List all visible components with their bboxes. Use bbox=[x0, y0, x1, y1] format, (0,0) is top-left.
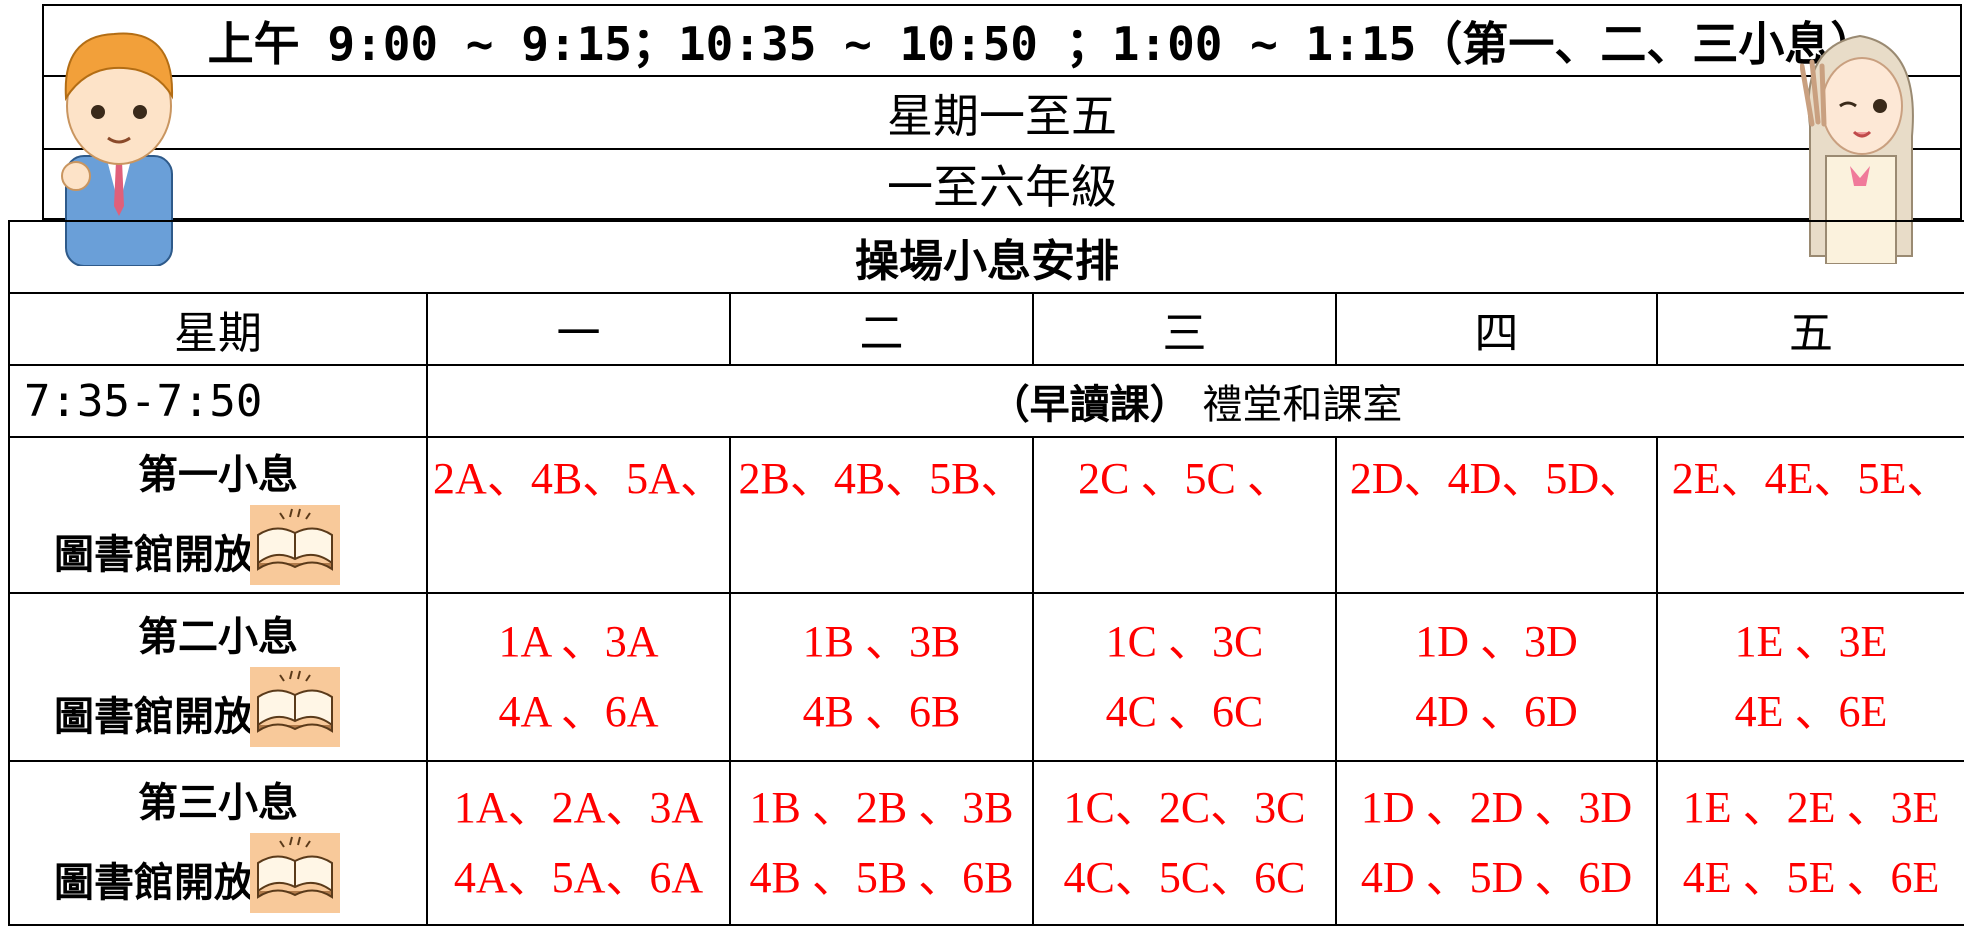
cell-line: 1C、2C、3C bbox=[1063, 783, 1306, 832]
morning-bold: （早讀課） bbox=[989, 381, 1190, 428]
cell-line: 1D 、2D 、3D bbox=[1360, 783, 1633, 832]
cell-r3-mon: 1A、2A、3A 4A、5A、6A bbox=[426, 760, 731, 926]
schedule-table: 操場小息安排 星期 一 二 三 四 五 7:35-7:50 （早讀課） 禮堂和課… bbox=[7, 220, 1964, 926]
morning-location: 禮堂和課室 bbox=[1202, 382, 1403, 428]
library-label: 圖書館開放 bbox=[54, 531, 254, 578]
recess-name: 第一小息 bbox=[138, 451, 298, 498]
library-label: 圖書館開放 bbox=[54, 859, 254, 906]
cell-r1-thu: 2D、4D、5D、 bbox=[1335, 436, 1658, 594]
cell-line: 4D 、5D 、6D bbox=[1360, 853, 1633, 902]
cell-r3-tue: 1B 、2B 、3B 4B 、5B 、6B bbox=[729, 760, 1034, 926]
cell-r1-fri: 2E、4E、5E、 bbox=[1655, 436, 1964, 594]
cell-r3-wed: 1C、2C、3C 4C、5C、6C bbox=[1032, 760, 1337, 926]
column-header-day: 星期 bbox=[8, 292, 428, 366]
cell-r2-mon: 1A 、3A 4A 、6A bbox=[426, 592, 731, 762]
cell-r1-tue: 2B、4B、5B、 bbox=[729, 436, 1034, 594]
library-note: 圖書館開放 bbox=[10, 667, 426, 747]
cell-line: 4A、5A、6A bbox=[453, 853, 704, 902]
cell-r2-tue: 1B 、3B 4B 、6B bbox=[729, 592, 1034, 762]
recess-name: 第三小息 bbox=[138, 779, 298, 826]
cell-r3-fri: 1E 、2E 、3E 4E 、5E 、6E bbox=[1655, 760, 1964, 926]
row-label-recess-3: 第三小息 圖書館開放 bbox=[8, 760, 428, 926]
cell-r2-wed: 1C 、3C 4C 、6C bbox=[1032, 592, 1337, 762]
column-header-thu: 四 bbox=[1335, 292, 1658, 366]
cell-line: 4B 、6B bbox=[802, 687, 961, 736]
cell-r1-mon: 2A、4B、5A、 bbox=[426, 436, 731, 594]
open-book-icon bbox=[250, 667, 340, 747]
table-title: 操場小息安排 bbox=[7, 220, 1964, 294]
header-days: 星期一至五 bbox=[42, 75, 1962, 148]
morning-time: 7:35-7:50 bbox=[8, 364, 428, 438]
morning-activity: （早讀課） 禮堂和課室 bbox=[425, 364, 1964, 438]
cell-line: 4C、5C、6C bbox=[1063, 853, 1306, 902]
cell-line: 1E 、3E bbox=[1734, 617, 1888, 666]
cell-line: 4E 、5E 、6E bbox=[1682, 853, 1940, 902]
column-header-wed: 三 bbox=[1032, 292, 1337, 366]
cell-line: 1A 、3A bbox=[498, 617, 659, 666]
cell-line: 1E 、2E 、3E bbox=[1682, 783, 1940, 832]
column-header-mon: 一 bbox=[426, 292, 731, 366]
cell-r1-wed: 2C 、5C 、 bbox=[1032, 436, 1337, 594]
cell-r3-thu: 1D 、2D 、3D 4D 、5D 、6D bbox=[1335, 760, 1658, 926]
recess-name: 第二小息 bbox=[138, 613, 298, 660]
library-note: 圖書館開放 bbox=[10, 505, 426, 585]
cell-line: 1B 、2B 、3B bbox=[749, 783, 1014, 832]
open-book-icon bbox=[250, 505, 340, 585]
cell-r2-thu: 1D 、3D 4D 、6D bbox=[1335, 592, 1658, 762]
cell-line: 1C 、3C bbox=[1105, 617, 1264, 666]
header-grades: 一至六年級 bbox=[42, 148, 1962, 220]
cell-line: 4D 、6D bbox=[1415, 687, 1578, 736]
cell-line: 1A、2A、3A bbox=[453, 783, 704, 832]
cell-line: 4C 、6C bbox=[1105, 687, 1264, 736]
cell-line: 4B 、5B 、6B bbox=[749, 853, 1014, 902]
cell-line: 4E 、6E bbox=[1734, 687, 1888, 736]
cell-line: 1D 、3D bbox=[1415, 617, 1578, 666]
cell-line: 4A 、6A bbox=[498, 687, 659, 736]
cell-r2-fri: 1E 、3E 4E 、6E bbox=[1655, 592, 1964, 762]
cell-line: 1B 、3B bbox=[802, 617, 961, 666]
column-header-fri: 五 bbox=[1655, 292, 1964, 366]
row-label-recess-1: 第一小息 圖書館開放 bbox=[8, 436, 428, 594]
library-label: 圖書館開放 bbox=[54, 693, 254, 740]
column-header-tue: 二 bbox=[729, 292, 1034, 366]
row-label-recess-2: 第二小息 圖書館開放 bbox=[8, 592, 428, 762]
open-book-icon bbox=[250, 833, 340, 913]
library-note: 圖書館開放 bbox=[10, 833, 426, 913]
header-times: 上午 9:00 ~ 9:15；10:35 ~ 10:50 ；1:00 ~ 1:1… bbox=[42, 4, 1962, 75]
